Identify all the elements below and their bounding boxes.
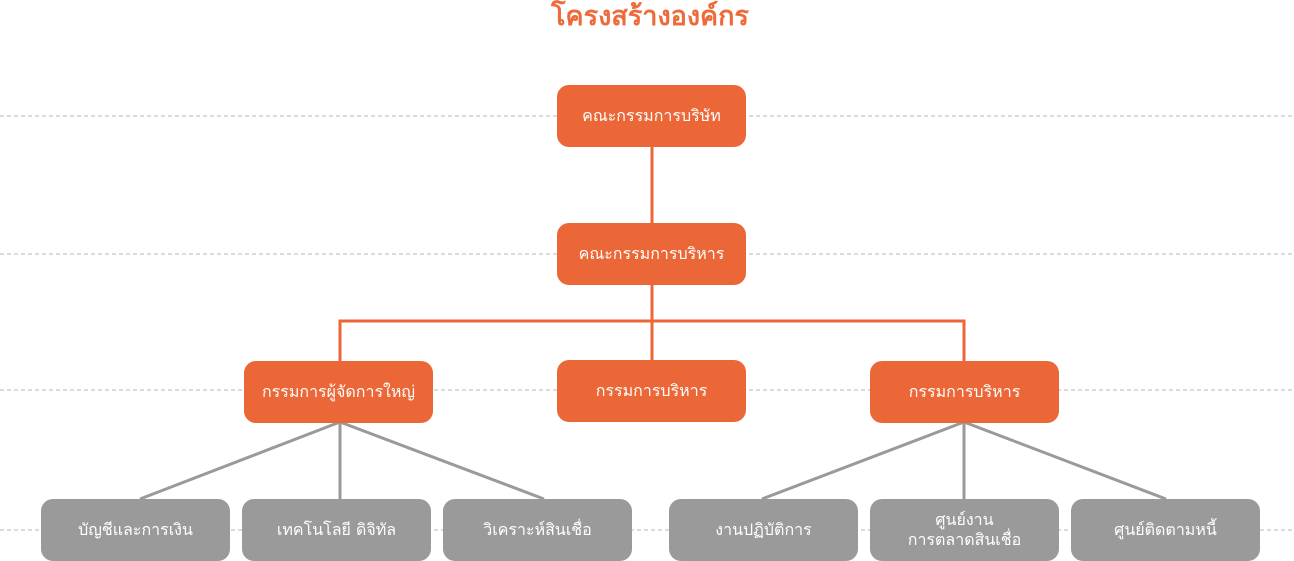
node-executive-director-right: กรรมการบริหาร (870, 361, 1059, 423)
node-accounting-finance: บัญชีและการเงิน (41, 499, 230, 561)
connector-right-to-operations (761, 420, 965, 501)
connector-md-to-credit (339, 420, 545, 501)
node-managing-director: กรรมการผู้จัดการใหญ่ (244, 361, 433, 423)
node-executive-director-center: กรรมการบริหาร (557, 360, 746, 422)
node-credit-analysis: วิเคราะห์สินเชื่อ (443, 499, 632, 561)
connector-branch-bar (338, 319, 966, 362)
node-operations: งานปฏิบัติการ (669, 499, 858, 561)
node-digital-technology: เทคโนโลยี ดิจิทัล (242, 499, 431, 561)
node-debt-collection-center: ศูนย์ติดตามหนี้ (1071, 499, 1260, 561)
page-title: โครงสร้างองค์กร (551, 1, 749, 32)
node-board-of-directors: คณะกรรมการบริษัท (557, 85, 746, 147)
connector-right-to-collection (963, 420, 1167, 501)
node-executive-committee: คณะกรรมการบริหาร (557, 223, 746, 285)
connector-md-to-accounting (139, 420, 341, 501)
node-credit-marketing-center: ศูนย์งาน การตลาดสินเชื่อ (870, 499, 1059, 561)
